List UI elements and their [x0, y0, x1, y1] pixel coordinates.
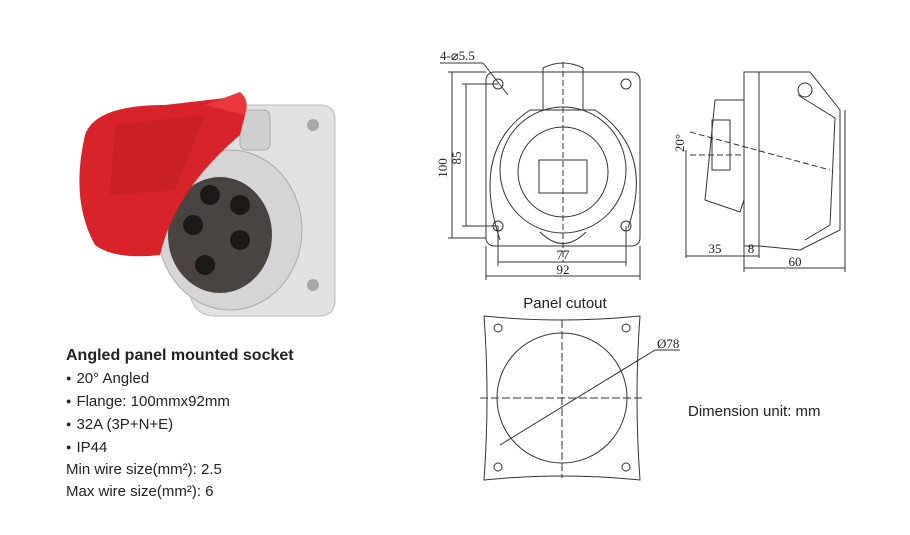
product-title: Angled panel mounted socket: [66, 347, 294, 364]
dim-77: 77: [557, 247, 571, 262]
front-view: [440, 62, 641, 280]
dim-92: 92: [557, 262, 570, 277]
dimension-unit: Dimension unit: mm: [688, 403, 821, 420]
dim-8: 8: [748, 241, 755, 256]
spec-max-wire: Max wire size(mm²): 6: [66, 483, 214, 500]
spec-ip: IP44: [66, 436, 294, 459]
product-photo: [79, 92, 336, 317]
dim-35: 35: [709, 241, 722, 256]
panel-cutout-view: [480, 315, 680, 481]
cutout-diameter: Ø78: [657, 336, 679, 351]
spec-rating: 32A (3P+N+E): [66, 413, 294, 436]
cutout-title: Panel cutout: [523, 295, 607, 312]
holes-label: 4-⌀5.5: [440, 48, 475, 63]
dim-60: 60: [789, 254, 802, 269]
side-view: [685, 71, 846, 272]
product-specs: Angled panel mounted socket 20° Angled F…: [66, 345, 294, 503]
dim-85: 85: [449, 152, 464, 165]
dim-100: 100: [435, 158, 450, 178]
angle-label: 20°: [672, 134, 687, 152]
spec-angle: 20° Angled: [66, 367, 294, 390]
spec-flange: Flange: 100mmx92mm: [66, 390, 294, 413]
spec-min-wire: Min wire size(mm²): 2.5: [66, 461, 222, 478]
